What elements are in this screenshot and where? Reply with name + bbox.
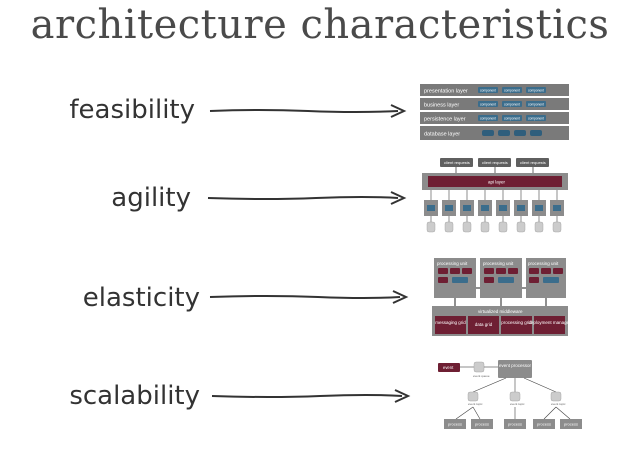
arrow-elasticity [209,290,409,304]
event-channel-label: event topic [551,402,566,406]
client-requests-label: client requests [482,160,508,165]
processing-unit-1: processing unit [434,258,476,298]
label-elasticity: elasticity [82,283,200,313]
process-label: process [564,422,578,427]
event-box [438,363,460,372]
layer-persistence: persistence layer component component co… [420,112,569,124]
process-label: process [537,422,551,427]
processing-unit-3: processing unit [526,258,566,298]
api-layer [428,176,562,187]
component-label: component [528,88,544,92]
grid-label: deployment manager [528,320,571,325]
database-icon [530,130,542,136]
processing-unit-label: processing unit [528,261,559,266]
channel-icons [467,391,562,402]
middleware-label: virtualized middleware [478,309,523,314]
grid-label: messaging grid [435,320,466,325]
event-channel-label: event topic [510,402,525,406]
component-label: component [480,88,496,92]
process-boxes: process process process process process [444,419,582,429]
component-label: component [480,102,496,106]
component-label: component [480,116,496,120]
event-channel-label: event topic [468,402,483,406]
arrow-agility [207,191,407,205]
component-label: component [504,116,520,120]
processing-unit-2: processing unit [480,258,522,298]
client-requests-label: client requests [520,160,546,165]
layer-database-label: database layer [424,132,460,138]
api-layer-label: api layer [488,180,506,185]
label-agility: agility [111,183,191,213]
database-icon [482,130,494,136]
database-icon [514,130,526,136]
component-label: component [528,102,544,106]
label-scalability: scalability [69,381,200,411]
layered-architecture-diagram: presentation layer component component c… [420,84,569,140]
queue-icon [473,361,485,373]
grid-processing: processing grid [501,316,532,334]
grid-label: data grid [475,322,493,327]
layer-presentation: presentation layer component component c… [420,84,569,96]
label-feasibility: feasibility [69,95,195,125]
space-based-diagram: processing unit processing unit processi… [432,258,571,336]
processing-unit-label: processing unit [437,261,468,266]
database-icon [498,130,510,136]
grid-deployment: deployment manager [528,316,571,334]
layer-database: database layer [420,126,569,140]
event-label: event [443,365,454,370]
grid-messaging: messaging grid [435,316,466,334]
component-label: component [528,116,544,120]
microservices-diagram: client requests client requests client r… [422,158,568,233]
component-label: component [504,102,520,106]
event-processor-label: event processor [499,363,532,368]
layer-presentation-label: presentation layer [424,89,468,95]
process-label: process [448,422,462,427]
layer-business: business layer component component compo… [420,98,569,110]
arrow-scalability [211,389,411,403]
client-requests: client requests client requests client r… [440,158,549,173]
grid-label: processing grid [501,320,532,325]
layer-persistence-label: persistence layer [424,117,466,123]
event-driven-diagram: event event queue event processor event … [438,360,582,429]
layer-business-label: business layer [424,103,459,109]
database-icons [426,221,562,233]
arrow-feasibility [209,104,407,118]
processing-unit-label: processing unit [483,261,514,266]
page-title: architecture characteristics [30,2,610,48]
component-label: component [504,88,520,92]
client-requests-label: client requests [444,160,470,165]
process-label: process [508,422,522,427]
grid-data: data grid [468,316,499,334]
event-queue-label: event queue [473,374,490,378]
event-processor [498,360,532,378]
process-label: process [475,422,489,427]
